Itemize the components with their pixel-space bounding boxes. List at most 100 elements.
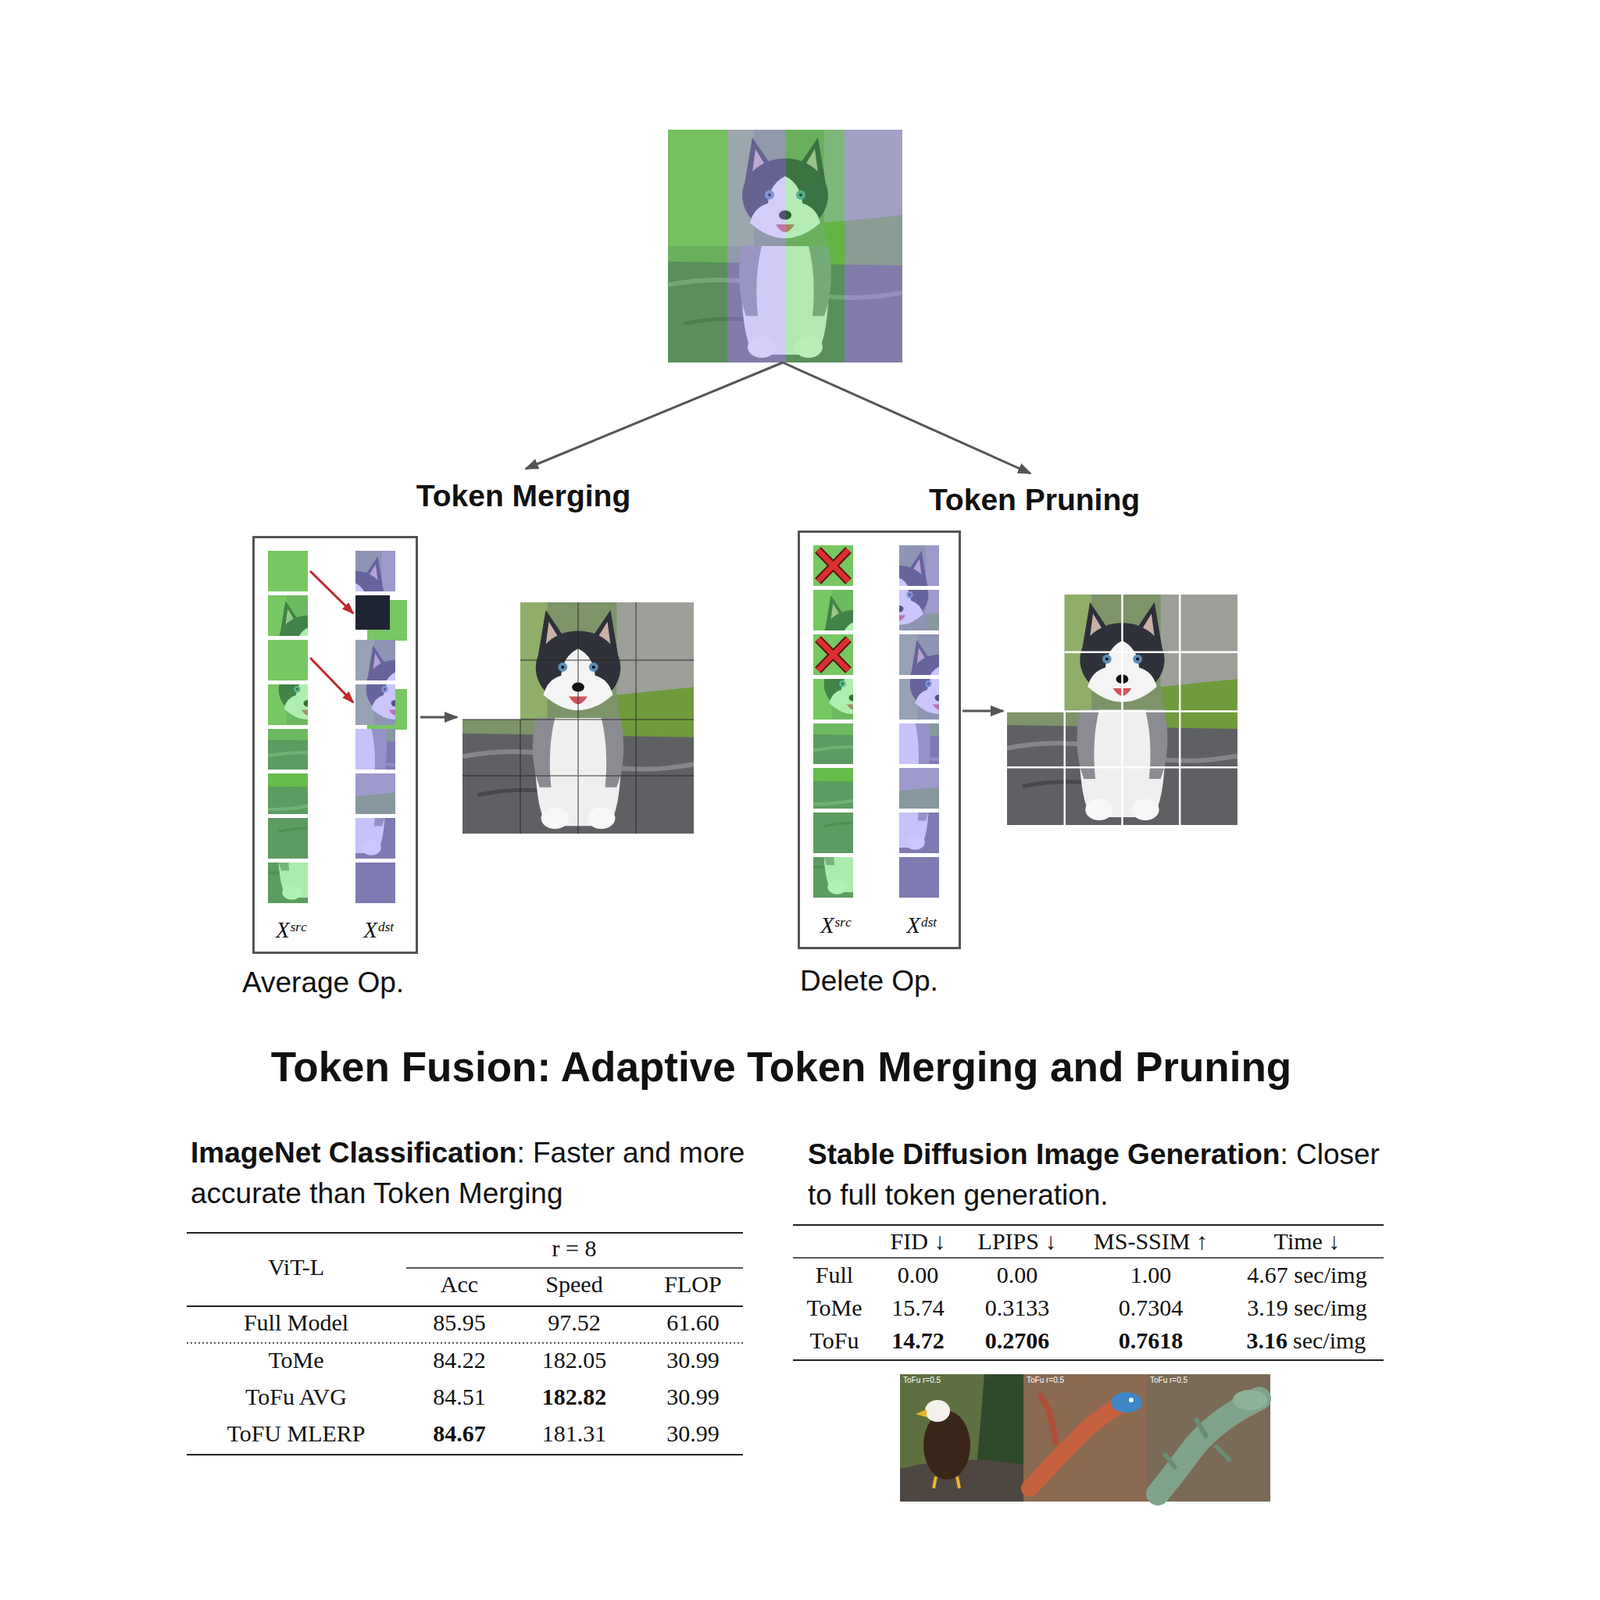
patch-tint	[899, 634, 940, 675]
token-patch	[235, 740, 396, 904]
table-cell: 182.05	[542, 1346, 608, 1375]
patch-tint	[813, 678, 854, 720]
token-patch	[779, 735, 940, 898]
table-cell: 97.52	[547, 1309, 601, 1337]
patch-tint	[355, 862, 396, 904]
patch-tint	[899, 723, 940, 765]
split-arrow	[782, 362, 1031, 474]
figure-title: Token Fusion: Adaptive Token Merging and…	[271, 1043, 1292, 1092]
table-cell: ToFu	[810, 1327, 860, 1355]
table-heading: ImageNet Classification: Faster and more…	[190, 1132, 777, 1215]
patch-tint	[355, 684, 396, 725]
image-watermark: ToFu r=0.5	[1026, 1375, 1065, 1386]
section-heading: Token Pruning	[928, 482, 1140, 518]
patch-tint	[267, 773, 308, 815]
patch-tint	[267, 862, 308, 904]
patch-tint	[267, 595, 308, 636]
merged-patch	[355, 595, 390, 630]
split-arrow	[525, 362, 783, 469]
table-cell: 14.72	[891, 1327, 945, 1355]
patch-tint	[899, 545, 940, 586]
patch-tint	[813, 857, 854, 898]
table-cell: 3.19 sec/img	[1246, 1294, 1367, 1322]
patch-tint	[899, 812, 940, 854]
table-cell: 182.82	[542, 1383, 608, 1411]
merge-arrow	[310, 571, 354, 614]
token-box: Xˢʳᶜ Xᵈˢᵗ	[252, 535, 418, 954]
input-image	[667, 129, 903, 363]
patch-tint	[813, 589, 854, 631]
merged-image	[462, 602, 694, 834]
table-cell: LPIPS ↓	[978, 1228, 1058, 1256]
table-cell: 30.99	[666, 1346, 720, 1375]
table-cell: 0.7304	[1118, 1294, 1184, 1322]
token-set-label: Xᵈˢᵗ	[363, 917, 393, 943]
table-cell: Speed	[545, 1271, 603, 1299]
token-set-label: Xˢʳᶜ	[820, 912, 850, 939]
delete-mark	[817, 639, 849, 671]
table-cell: 3.16	[1246, 1327, 1289, 1355]
pruned-image	[1007, 594, 1238, 825]
table-cell: 0.7618	[1118, 1327, 1184, 1355]
heading-bold: ImageNet Classification	[190, 1136, 517, 1169]
table-heading: Stable Diffusion Image Generation: Close…	[807, 1134, 1410, 1216]
table-cell: 85.95	[432, 1309, 486, 1337]
patch-tint	[267, 817, 308, 859]
token-set-label: Xᵈˢᵗ	[906, 912, 936, 939]
token-patch	[275, 696, 436, 859]
table-cell: 0.2706	[985, 1327, 1050, 1355]
token-patch	[267, 696, 428, 859]
table-cell: 30.99	[666, 1383, 720, 1411]
operation-label: Average Op.	[242, 966, 404, 1000]
patch-tint	[813, 545, 854, 586]
patch-tint	[355, 550, 396, 592]
table-cell: 4.67 sec/img	[1246, 1261, 1367, 1290]
delete-mark	[817, 550, 849, 582]
patch-tint	[267, 684, 308, 725]
table-cell: FID ↓	[890, 1228, 947, 1256]
table-cell: ToMe	[267, 1346, 324, 1375]
merge-arrow	[310, 657, 354, 703]
table-cell: Time ↓	[1274, 1228, 1341, 1256]
patch-tint	[899, 857, 940, 898]
result-arrow	[420, 716, 458, 719]
sample-images	[900, 1374, 1271, 1502]
heading-bold: Stable Diffusion Image Generation	[807, 1138, 1280, 1171]
delete-mark	[817, 639, 849, 671]
table-cell: 84.22	[432, 1346, 486, 1375]
table-cell: Full Model	[243, 1309, 349, 1337]
table-cell: 30.99	[666, 1420, 720, 1448]
token-patches	[148, 545, 1019, 904]
patch-tint	[267, 639, 308, 681]
table-cell: r = 8	[552, 1235, 597, 1263]
patch-tint	[813, 767, 854, 809]
table-cell: sec/img	[1292, 1327, 1366, 1355]
table-cell: 181.31	[542, 1420, 608, 1448]
table-cell: Acc	[440, 1271, 479, 1299]
token-patch	[813, 690, 973, 854]
patch-tint	[813, 723, 854, 765]
patch-tint	[355, 817, 396, 859]
token-patch	[819, 690, 979, 854]
operation-label: Delete Op.	[800, 964, 939, 999]
section-heading: Token Merging	[416, 478, 631, 515]
image-watermark: ToFu r=0.5	[1150, 1375, 1188, 1386]
delete-mark	[817, 550, 849, 582]
table-cell: 0.3133	[985, 1294, 1050, 1322]
token-set-label: Xˢʳᶜ	[275, 917, 306, 943]
table-cell: 0.00	[996, 1261, 1039, 1290]
table-cell: ToMe	[806, 1294, 862, 1322]
table-cell: MS-SSIM ↑	[1093, 1228, 1208, 1256]
patch-tint	[813, 812, 854, 854]
patch-tint	[899, 767, 940, 809]
table-cell: Full	[815, 1261, 854, 1290]
table-cell: 61.60	[666, 1309, 720, 1337]
patch-tint	[355, 773, 396, 815]
table-cell: ViT-L	[267, 1253, 325, 1282]
patch-tint	[267, 728, 308, 770]
table-cell: 15.74	[891, 1294, 945, 1322]
table-cell: ToFu AVG	[245, 1383, 347, 1411]
table-cell: 84.67	[432, 1420, 486, 1448]
patch-tint	[813, 634, 854, 675]
